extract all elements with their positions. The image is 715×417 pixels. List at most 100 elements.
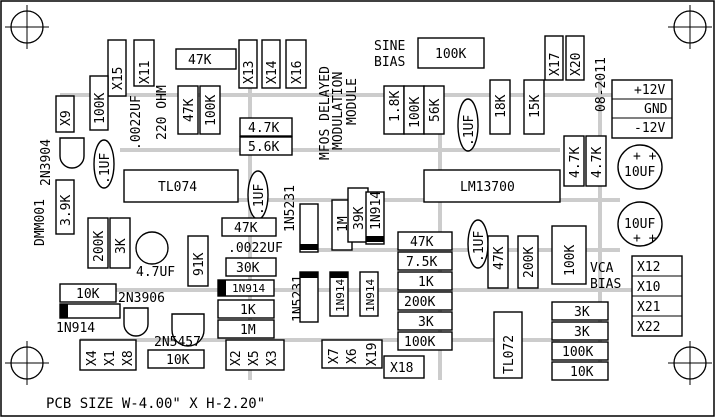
resistor-3-9k [55,179,75,235]
label-1-8k: 1.8K [388,91,403,122]
connector-x15 [107,39,127,97]
resistor-4-7k-mid [239,117,293,137]
resistor-100k-b [397,331,453,351]
power-plus12: +12V [634,83,665,98]
label-100k-vert: 100K [204,95,219,126]
mount-hole-top-left [5,5,49,49]
label-1k-b: 1K [240,303,256,318]
resistor-91k [187,235,209,287]
label-x1: X1 [103,350,118,366]
resistor-1m-b [217,319,275,339]
label-x17: X17 [548,53,563,76]
label-x9: X9 [59,110,74,126]
label-x5: X5 [247,350,262,366]
label-1m-a: 1M [336,216,351,232]
ic-tl072 [493,311,523,379]
resistor-47k-top [175,48,237,70]
label-4-7k-r1: 4.7K [568,147,583,178]
mount-hole-bottom-right [668,341,712,385]
label-x14: X14 [265,60,280,84]
connector-x22: X22 [637,320,660,335]
ic-lm13700 [423,169,561,203]
pcb-size-footer: PCB SIZE W-4.00" X H-2.20" [46,396,265,412]
label-3k-c: 3K [574,305,590,320]
resistor-10k-a [59,283,117,303]
svg-text:+ +: + + [633,149,657,164]
resistor-15k [523,79,545,135]
label-1n914-c: 1N914 [334,279,347,312]
label-4-7k-mid: 4.7K [248,121,279,136]
connector-x14 [261,39,281,89]
label-1m-b: 1M [240,323,256,338]
diode-1n914-d [359,271,379,317]
label-x19: X19 [365,343,380,366]
cap-0-1uf-b [93,139,115,189]
power-minus12: -12V [634,121,665,136]
label-1k-a: 1K [418,275,434,290]
label-4-7k-r2: 4.7K [590,147,605,178]
label-1n914-d: 1N914 [364,279,377,312]
label-x4: X4 [85,350,100,366]
resistor-30k [225,257,277,277]
label-3k-a: 3K [114,238,129,254]
label-30k: 30K [236,261,260,276]
label-100k-sine: 100K [435,47,466,62]
label-47k-c: 47K [410,235,434,250]
resistor-100k-vert [199,85,221,135]
label-10uf-b: 10UF [624,217,655,232]
resistor-56k [423,85,445,135]
connector-x16 [285,39,307,89]
label-3-9k: 3.9K [59,195,74,226]
label-100k-vca: 100K [563,245,578,276]
label-x7: X7 [327,348,342,364]
sine-bias-line1: SINE [374,39,405,54]
mount-hole-top-right [668,5,712,49]
transistor-2n3906 [123,307,149,337]
connector-x17 [544,35,564,81]
label-56k: 56K [428,98,443,122]
label-200k-b: 200K [404,295,435,310]
resistor-5-6k-mid [239,136,293,156]
label-2n5457: 2N5457 [154,335,201,350]
label-10k-b: 10K [166,353,190,368]
label-47k-b: 47K [234,221,258,236]
date-label: 08-2011 [594,57,609,112]
module-title-line1: MFOS DELAYED [318,66,333,160]
resistor-3k-c [551,301,609,321]
connector-x10: X10 [637,280,660,295]
diode-1n914-e [59,303,121,319]
diode-1n5231-a [299,203,319,253]
mount-hole-bottom-left [5,341,49,385]
vca-bias-line2: BIAS [590,277,621,292]
label-tl074: TL074 [158,180,197,195]
module-title-line3: MODULE [345,78,360,125]
resistor-4-7k-r1 [563,135,585,187]
label-39k: 39K [352,206,367,230]
label-0-1uf-a: .1UF [462,115,477,146]
trimmer-sine-bias [417,37,485,69]
resistor-47k-vert [177,85,199,135]
label-91k: 91K [192,252,207,276]
connector-x4-x1-x8 [79,339,137,371]
cap-10uf-b [617,201,663,247]
designer-label: DMM001 [33,199,48,246]
connector-x18 [383,355,425,379]
label-18k: 18K [494,94,509,118]
label-10uf-a: 10UF [624,165,655,180]
label-47k-top: 47K [188,53,212,68]
transistor-2n3904 [59,137,85,169]
label-1n5231-a: 1N5231 [283,185,298,232]
label-4-7uf: 4.7UF [136,265,175,280]
connector-x21: X21 [637,300,660,315]
power-gnd: GND [644,102,668,117]
label-2n3904: 2N3904 [39,139,54,186]
label-0-1uf-b: .1UF [98,153,113,184]
label-200k-a: 200K [92,231,107,262]
resistor-100k-c [551,341,609,361]
label-1n914-b: 1N914 [232,282,265,295]
label-x6: X6 [345,348,360,364]
resistor-200k-c [517,235,539,289]
cap-10uf-a [617,144,663,190]
label-x20: X20 [569,53,584,76]
resistor-1k-a [397,271,453,291]
